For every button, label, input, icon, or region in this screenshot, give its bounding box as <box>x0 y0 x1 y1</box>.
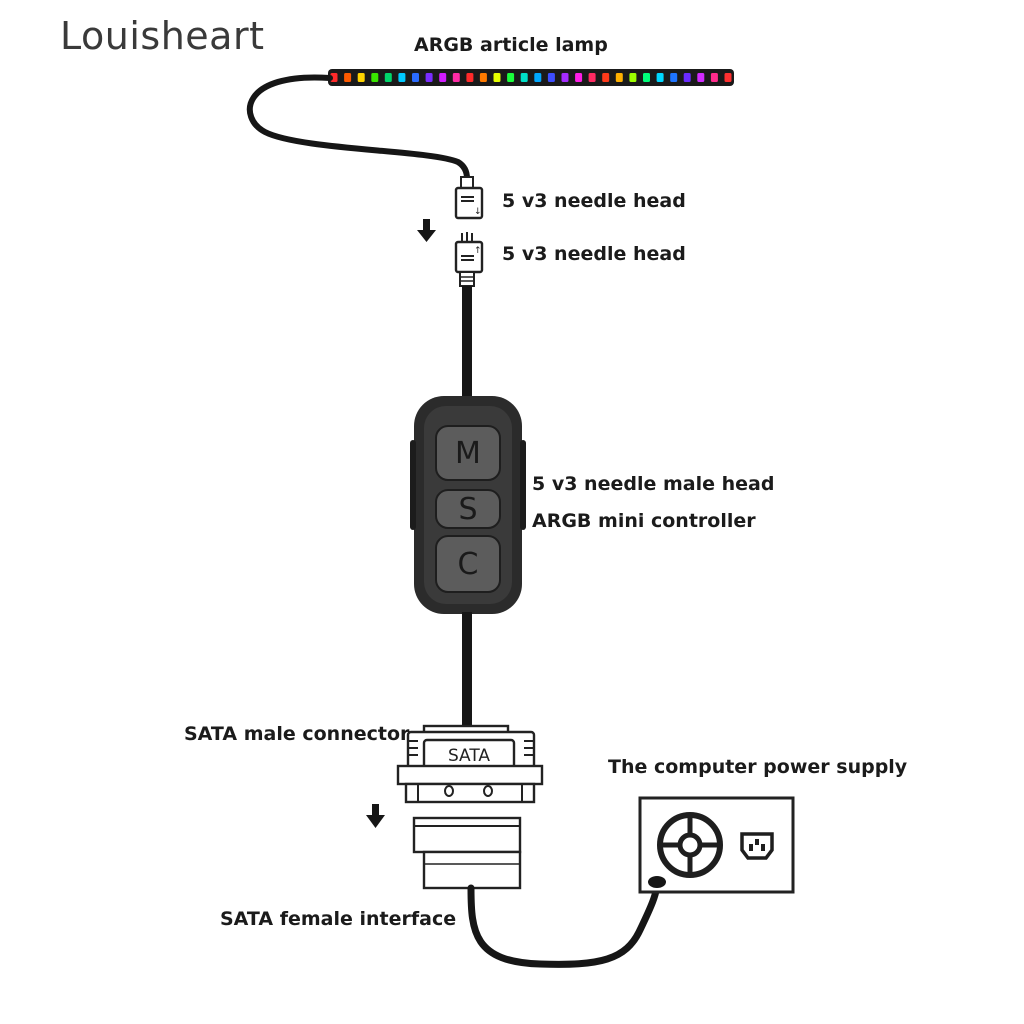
cable-to-sata <box>462 612 472 730</box>
led-26 <box>683 73 691 82</box>
label-needle-head-2: 5 v3 needle head <box>502 243 686 265</box>
argb-lamp <box>328 69 734 86</box>
led-15 <box>534 73 542 82</box>
label-psu: The computer power supply <box>608 756 908 778</box>
controller-button-label: C <box>458 547 479 582</box>
led-18 <box>575 73 583 82</box>
led-21 <box>615 73 623 82</box>
arrow-down-mark: ↓ <box>474 207 482 217</box>
label-sata-female: SATA female interface <box>220 908 457 930</box>
led-9 <box>452 73 460 82</box>
led-20 <box>602 73 610 82</box>
led-8 <box>439 73 447 82</box>
power-supply <box>638 796 795 894</box>
plug-arrow-icon-bottom <box>366 804 385 828</box>
led-1 <box>344 73 352 82</box>
controller-button-label: S <box>458 492 477 527</box>
led-2 <box>357 73 365 82</box>
led-4 <box>384 73 392 82</box>
cable-to-controller <box>462 286 472 398</box>
arrow-up-mark: ↑ <box>474 246 482 256</box>
led-13 <box>507 73 515 82</box>
label-needle-head-1: 5 v3 needle head <box>502 190 686 212</box>
led-23 <box>643 73 650 82</box>
lamp-leds <box>330 73 732 82</box>
watermark: Louisheart <box>60 14 265 58</box>
led-14 <box>520 73 528 82</box>
controller-button-c: C <box>435 535 501 593</box>
led-22 <box>629 73 637 82</box>
led-6 <box>412 73 419 82</box>
sata-plate-text: SATA <box>448 746 490 766</box>
led-29 <box>724 73 732 82</box>
plug-arrow-icon-top <box>417 219 436 242</box>
label-male-head: 5 v3 needle male head <box>532 473 775 495</box>
led-16 <box>547 73 555 82</box>
power-socket-icon <box>740 832 774 860</box>
psu-cable <box>467 881 661 968</box>
needle-head-connector-2: ↑ <box>454 232 484 287</box>
needle-head-connector-1: ↓ <box>454 176 484 220</box>
label-controller: ARGB mini controller <box>532 510 756 532</box>
led-3 <box>371 73 379 82</box>
lamp-cable <box>247 74 471 183</box>
controller-button-label: M <box>455 436 481 471</box>
controller-button-m: M <box>435 425 501 481</box>
label-argb-lamp: ARGB article lamp <box>414 34 608 56</box>
led-7 <box>425 73 433 82</box>
led-10 <box>466 73 474 82</box>
led-11 <box>479 73 487 82</box>
controller-button-s: S <box>435 489 501 529</box>
sata-male-connector: SATA <box>396 724 544 804</box>
led-17 <box>561 73 569 82</box>
label-sata-male: SATA male connector <box>184 723 410 745</box>
led-19 <box>588 73 596 82</box>
argb-mini-controller: MSC <box>410 396 526 614</box>
controller-buttons: MSC <box>435 425 501 593</box>
sata-female-interface <box>412 816 522 890</box>
led-27 <box>697 73 705 82</box>
led-5 <box>398 73 406 82</box>
led-25 <box>670 73 678 82</box>
led-12 <box>493 73 501 82</box>
led-24 <box>656 73 664 82</box>
led-28 <box>710 73 718 82</box>
